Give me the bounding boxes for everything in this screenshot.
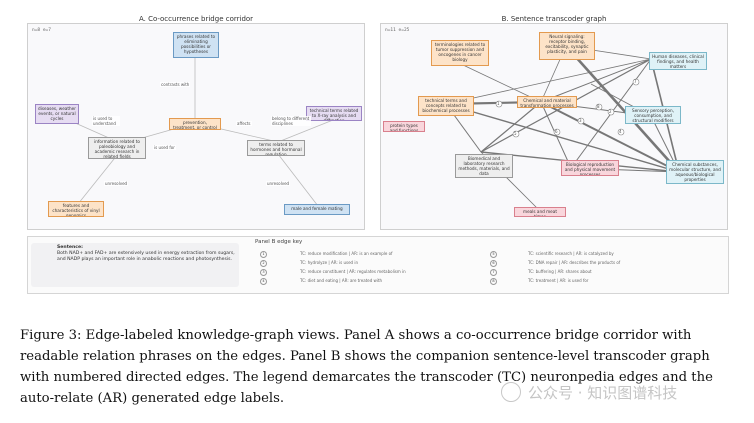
- node-reproduction[interactable]: Biological reproduction and physical mov…: [561, 160, 619, 176]
- node-information[interactable]: information related to paleobiology and …: [88, 137, 146, 159]
- edge-label-unresolved-2: unresolved: [266, 181, 291, 186]
- edge-number-1: 1: [497, 101, 500, 106]
- legend-row-6: TC: DNA repair | AR: describes the produ…: [528, 260, 621, 265]
- legend-num-3: 3: [260, 269, 267, 276]
- node-features[interactable]: features and characteristics of vinyl ge…: [48, 201, 104, 217]
- edge-label-contrasts: contrasts with: [160, 82, 191, 87]
- edge-number-7: 7: [634, 79, 637, 84]
- legend-row-1: TC: reduce modification | AR: is an exam…: [300, 251, 393, 256]
- legend-row-8: TC: treatment | AR: is used for: [528, 278, 589, 283]
- edge-label-affects: affects: [236, 121, 252, 126]
- panel-b-title: B. Sentence transcoder graph: [501, 15, 607, 23]
- edge-label-understand: is used to understand: [92, 116, 120, 126]
- node-substances[interactable]: Chemical substances, molecular structure…: [666, 160, 724, 184]
- sentence-text: Both NAD+ and FAD+ are extensively used …: [57, 250, 235, 262]
- panel-a-title: A. Co-occurrence bridge corridor: [138, 15, 254, 23]
- node-technical-terms[interactable]: technical terms related to X-ray analysi…: [306, 106, 362, 121]
- legend-row-5: TC: scientific research | AR: is catalyz…: [528, 251, 614, 256]
- legend-num-4: 4: [260, 278, 267, 285]
- node-chemical-material[interactable]: Chemical and material transformation pro…: [517, 96, 577, 108]
- figure-caption: Figure 3: Edge-labeled knowledge-graph v…: [20, 328, 713, 406]
- legend-num-6: 6: [490, 260, 497, 267]
- watermark: 公众号 · 知识图谱科技: [528, 384, 678, 402]
- node-tumor[interactable]: terminologies related to tumor suppressi…: [431, 40, 489, 66]
- edge-label-used-for: is used for: [153, 145, 176, 150]
- edge-label-unresolved-1: unresolved: [104, 181, 129, 186]
- legend-row-2: TC: hydrolyze | AR: is used in: [300, 260, 359, 265]
- edge-label-belong: belong to different disciplines: [271, 116, 311, 126]
- panel-a: A. Co-occurrence bridge corridor n=8 e=7…: [27, 15, 365, 230]
- sentence-box: Sentence: Both NAD+ and FAD+ are extensi…: [31, 243, 239, 287]
- watermark-logo-icon: [501, 382, 521, 402]
- edge-number-6: 6: [555, 129, 558, 134]
- node-sensory[interactable]: Sensory perception, consumption, and str…: [625, 106, 681, 124]
- node-prevention[interactable]: prevention, treatment, or control: [169, 118, 221, 130]
- panel-b: B. Sentence transcoder graph n=11 e=25 1…: [380, 15, 728, 230]
- legend-num-7: 7: [490, 269, 497, 276]
- edge-number-8: 8: [597, 104, 600, 109]
- node-neural[interactable]: Neural signaling: receptor binding, exci…: [539, 32, 595, 60]
- legend-num-1: 1: [260, 251, 267, 258]
- legend-num-5: 5: [490, 251, 497, 258]
- legend-key-title: Panel B edge key: [255, 239, 303, 245]
- node-protein[interactable]: protein types and functions: [383, 121, 425, 132]
- node-human-diseases[interactable]: Human diseases, clinical findings, and h…: [649, 52, 707, 70]
- node-diseases[interactable]: diseases, weather events, or natural cyc…: [35, 104, 79, 124]
- legend: Sentence: Both NAD+ and FAD+ are extensi…: [27, 236, 729, 294]
- sentence-label: Sentence:: [57, 245, 83, 250]
- legend-row-7: TC: buffering | AR: shares about: [528, 269, 592, 274]
- legend-num-2: 2: [260, 260, 267, 267]
- edge-number-5: 5: [514, 131, 517, 136]
- panel-a-stats: n=8 e=7: [32, 28, 51, 33]
- node-mating[interactable]: male and female mating: [284, 204, 350, 215]
- panel-b-stats: n=11 e=25: [385, 28, 410, 33]
- node-meals[interactable]: meals and meat times: [514, 207, 566, 217]
- node-biochemical[interactable]: technical terms and concepts related to …: [418, 96, 474, 116]
- edge-number-3: 3: [579, 118, 582, 123]
- edge-number-4: 4: [619, 129, 622, 134]
- legend-row-3: TC: reduce constituent | AR: regulates m…: [300, 269, 406, 274]
- edge-number-2: 2: [609, 109, 612, 114]
- node-biomedical[interactable]: Biomedical and laboratory research metho…: [455, 154, 513, 178]
- node-phrases[interactable]: phrases related to eliminating possibili…: [173, 32, 219, 58]
- legend-num-8: 8: [490, 278, 497, 285]
- node-hormones[interactable]: terms related to hormones and hormonal r…: [247, 140, 305, 156]
- legend-row-4: TC: diet and eating | AR: are treated wi…: [300, 278, 383, 283]
